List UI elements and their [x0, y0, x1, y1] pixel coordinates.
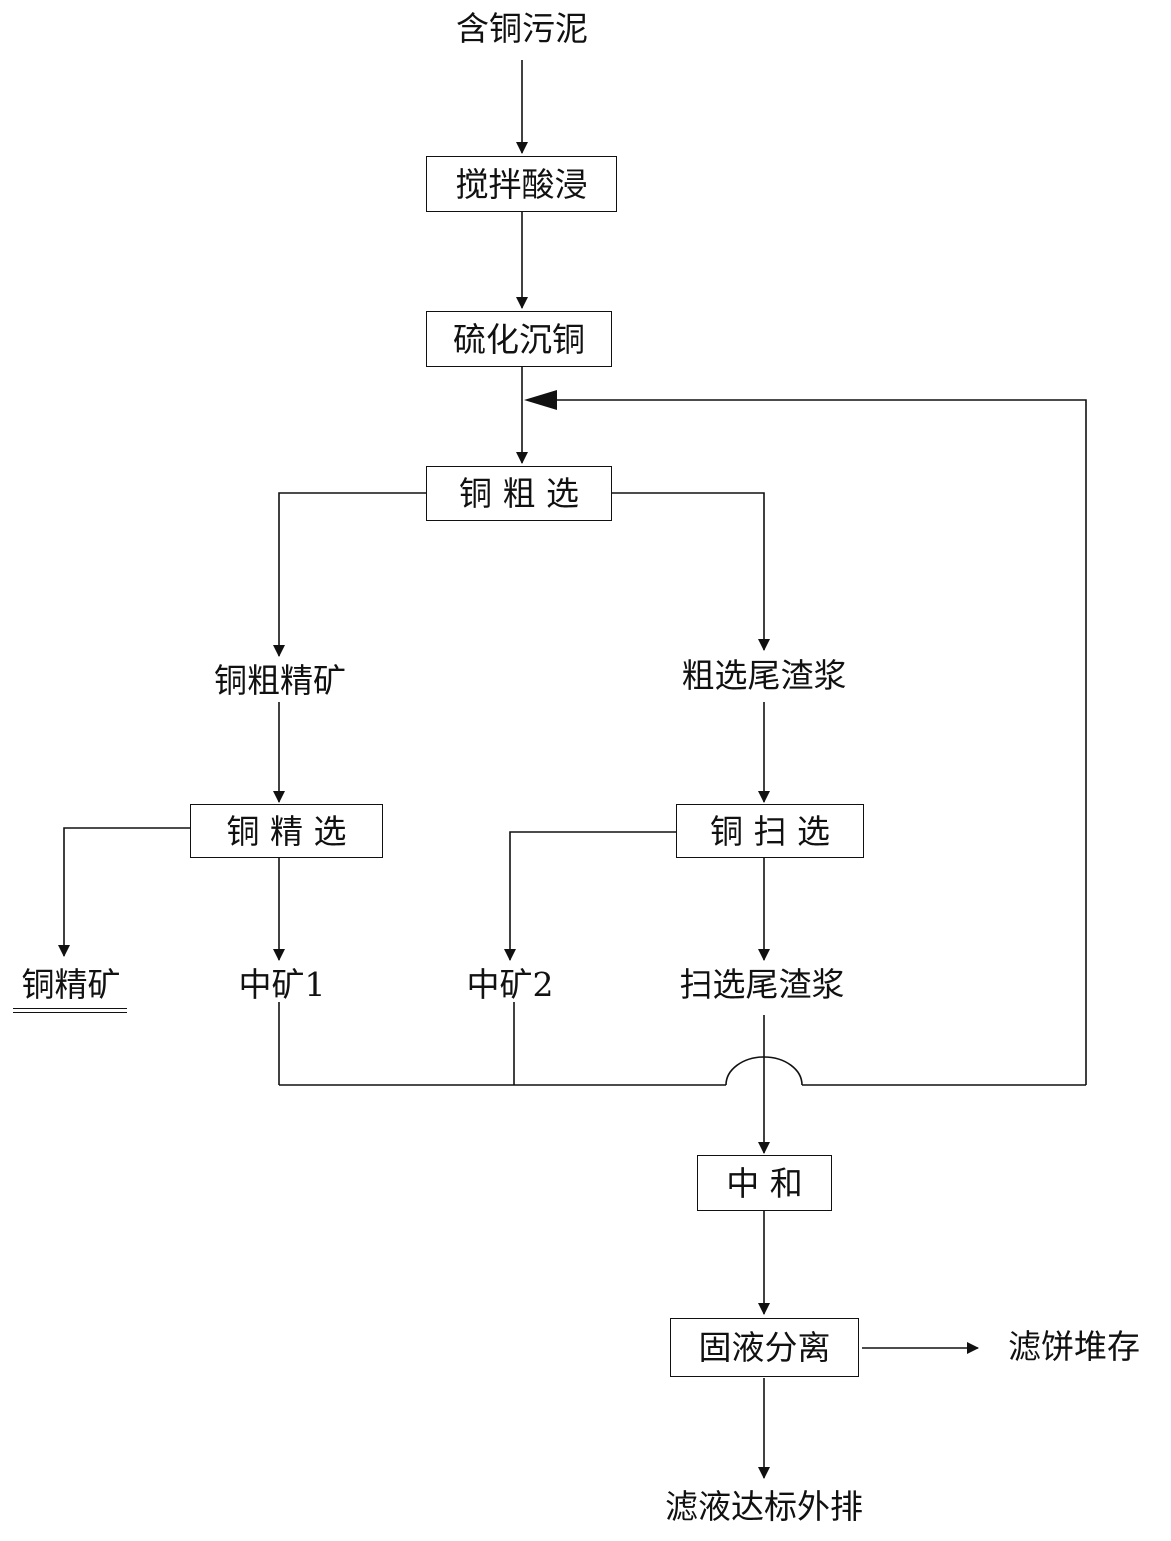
scavenger-tailings-label: 扫选尾渣浆 [679, 965, 845, 1004]
sulfide-precip-label: 硫化沉铜 [453, 319, 585, 359]
acid-leach-label: 搅拌酸浸 [455, 164, 588, 204]
filtrate-label: 滤液达标外排 [665, 1487, 863, 1526]
arrow-rougher-to-tailings [612, 492, 770, 651]
neutralize-label: 中 和 [726, 1163, 803, 1203]
copper-concentrate-label: 铜精矿 [21, 965, 121, 1004]
filter-cake-label: 滤饼堆存 [1008, 1327, 1140, 1366]
rougher-box: 铜 粗 选 [426, 466, 612, 521]
recycle-arrowhead [524, 390, 557, 410]
cleaner-label: 铜 精 选 [226, 811, 347, 851]
separation-label: 固液分离 [698, 1328, 831, 1367]
scavenger-box: 铜 扫 选 [676, 804, 864, 858]
separation-box: 固液分离 [670, 1318, 859, 1377]
rough-concentrate-label: 铜粗精矿 [214, 661, 346, 700]
recycle-line [537, 399, 1087, 1085]
rougher-label: 铜 粗 选 [459, 474, 579, 513]
scavenger-label: 铜 扫 选 [710, 811, 830, 851]
cleaner-box: 铜 精 选 [190, 804, 383, 858]
rougher-tailings-label: 粗选尾渣浆 [681, 656, 847, 695]
arrow-scavenger-to-middling2 [504, 831, 676, 961]
arrow-rougher-to-concentrate [273, 492, 426, 657]
middling-2-label: 中矿2 [466, 965, 554, 1004]
acid-leach-box: 搅拌酸浸 [426, 156, 617, 212]
input-label: 含铜污泥 [456, 9, 588, 48]
neutralize-box: 中 和 [697, 1155, 832, 1211]
arrow-cleaner-to-final [58, 827, 190, 957]
sulfide-precip-box: 硫化沉铜 [426, 311, 612, 367]
final-product-underline [13, 1008, 127, 1013]
middling-1-label: 中矿1 [238, 965, 326, 1004]
